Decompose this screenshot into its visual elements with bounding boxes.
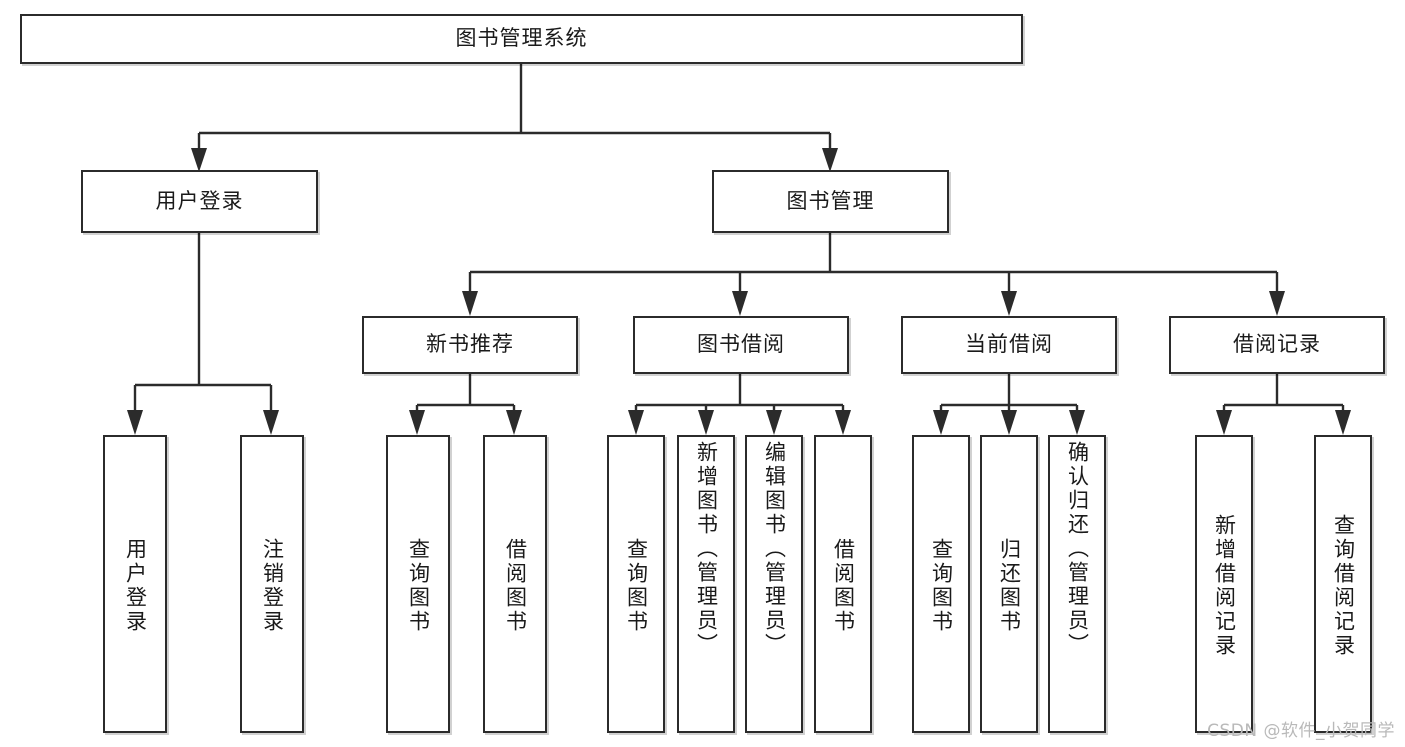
node-leaf-query-borrow-record[interactable]: 查询借阅记录 [1314, 435, 1372, 733]
arrowhead-bb-leaf-3 [766, 410, 782, 435]
watermark-text: CSDN @软件_小贺同学 [1207, 721, 1395, 741]
node-label: 新增借阅记录 [1212, 514, 1237, 658]
node-label: 图书管理 [786, 188, 875, 213]
node-root-book-management-system[interactable]: 图书管理系统 [20, 14, 1023, 64]
node-book-management[interactable]: 图书管理 [712, 170, 949, 233]
node-label: 借阅图书 [503, 538, 528, 634]
node-label: 借阅记录 [1233, 332, 1321, 357]
node-label: 编辑图书（管理员） [762, 441, 787, 657]
node-leaf-borrow-book-bb[interactable]: 借阅图书 [814, 435, 872, 733]
arrowhead-cb-leaf-2 [1001, 410, 1017, 435]
node-user-login[interactable]: 用户登录 [81, 170, 318, 233]
node-leaf-query-book-cb[interactable]: 查询图书 [912, 435, 970, 733]
arrowhead-bb-leaf-2 [698, 410, 714, 435]
node-label: 借阅图书 [831, 538, 856, 634]
arrowhead-nbr-leaf-2 [506, 410, 522, 435]
arrowhead-borrow-record [1269, 291, 1285, 316]
node-leaf-add-book-admin[interactable]: 新增图书（管理员） [677, 435, 735, 733]
arrowhead-bb-leaf-1 [628, 410, 644, 435]
arrowhead-cb-leaf-3 [1069, 410, 1085, 435]
node-leaf-confirm-return-admin[interactable]: 确认归还（管理员） [1048, 435, 1106, 733]
arrowhead-leaf-logout [263, 410, 279, 435]
arrowhead-book-borrow [732, 291, 748, 316]
node-label: 确认归还（管理员） [1065, 441, 1090, 657]
node-leaf-logout[interactable]: 注销登录 [240, 435, 304, 733]
node-borrow-record[interactable]: 借阅记录 [1169, 316, 1385, 374]
node-label: 图书管理系统 [455, 26, 588, 51]
arrowhead-br-leaf-2 [1335, 410, 1351, 435]
node-label: 查询借阅记录 [1331, 514, 1356, 658]
arrowhead-user-login [191, 148, 207, 172]
node-label: 用户登录 [155, 188, 244, 213]
node-leaf-query-book-bb[interactable]: 查询图书 [607, 435, 665, 733]
node-label: 查询图书 [406, 538, 431, 634]
arrowhead-new-book-recommend [462, 291, 478, 316]
node-leaf-add-borrow-record[interactable]: 新增借阅记录 [1195, 435, 1253, 733]
node-new-book-recommend[interactable]: 新书推荐 [362, 316, 578, 374]
node-label: 图书借阅 [697, 332, 785, 357]
node-leaf-query-book-nbr[interactable]: 查询图书 [386, 435, 450, 733]
arrowhead-bb-leaf-4 [835, 410, 851, 435]
node-leaf-user-login[interactable]: 用户登录 [103, 435, 167, 733]
arrowhead-leaf-user-login [127, 410, 143, 435]
node-leaf-return-book[interactable]: 归还图书 [980, 435, 1038, 733]
node-label: 注销登录 [260, 538, 285, 634]
arrowhead-book-manage [822, 148, 838, 172]
node-label: 查询图书 [929, 538, 954, 634]
node-label: 新书推荐 [426, 332, 514, 357]
node-label: 查询图书 [624, 538, 649, 634]
node-leaf-edit-book-admin[interactable]: 编辑图书（管理员） [745, 435, 803, 733]
node-label: 归还图书 [997, 538, 1022, 634]
node-book-borrow[interactable]: 图书借阅 [633, 316, 849, 374]
arrowhead-current-borrow [1001, 291, 1017, 316]
node-leaf-borrow-book-nbr[interactable]: 借阅图书 [483, 435, 547, 733]
node-current-borrow[interactable]: 当前借阅 [901, 316, 1117, 374]
arrowhead-cb-leaf-1 [933, 410, 949, 435]
node-label: 用户登录 [123, 538, 148, 634]
arrowhead-nbr-leaf-1 [409, 410, 425, 435]
node-label: 当前借阅 [965, 332, 1053, 357]
node-label: 新增图书（管理员） [694, 441, 719, 657]
arrowhead-br-leaf-1 [1216, 410, 1232, 435]
